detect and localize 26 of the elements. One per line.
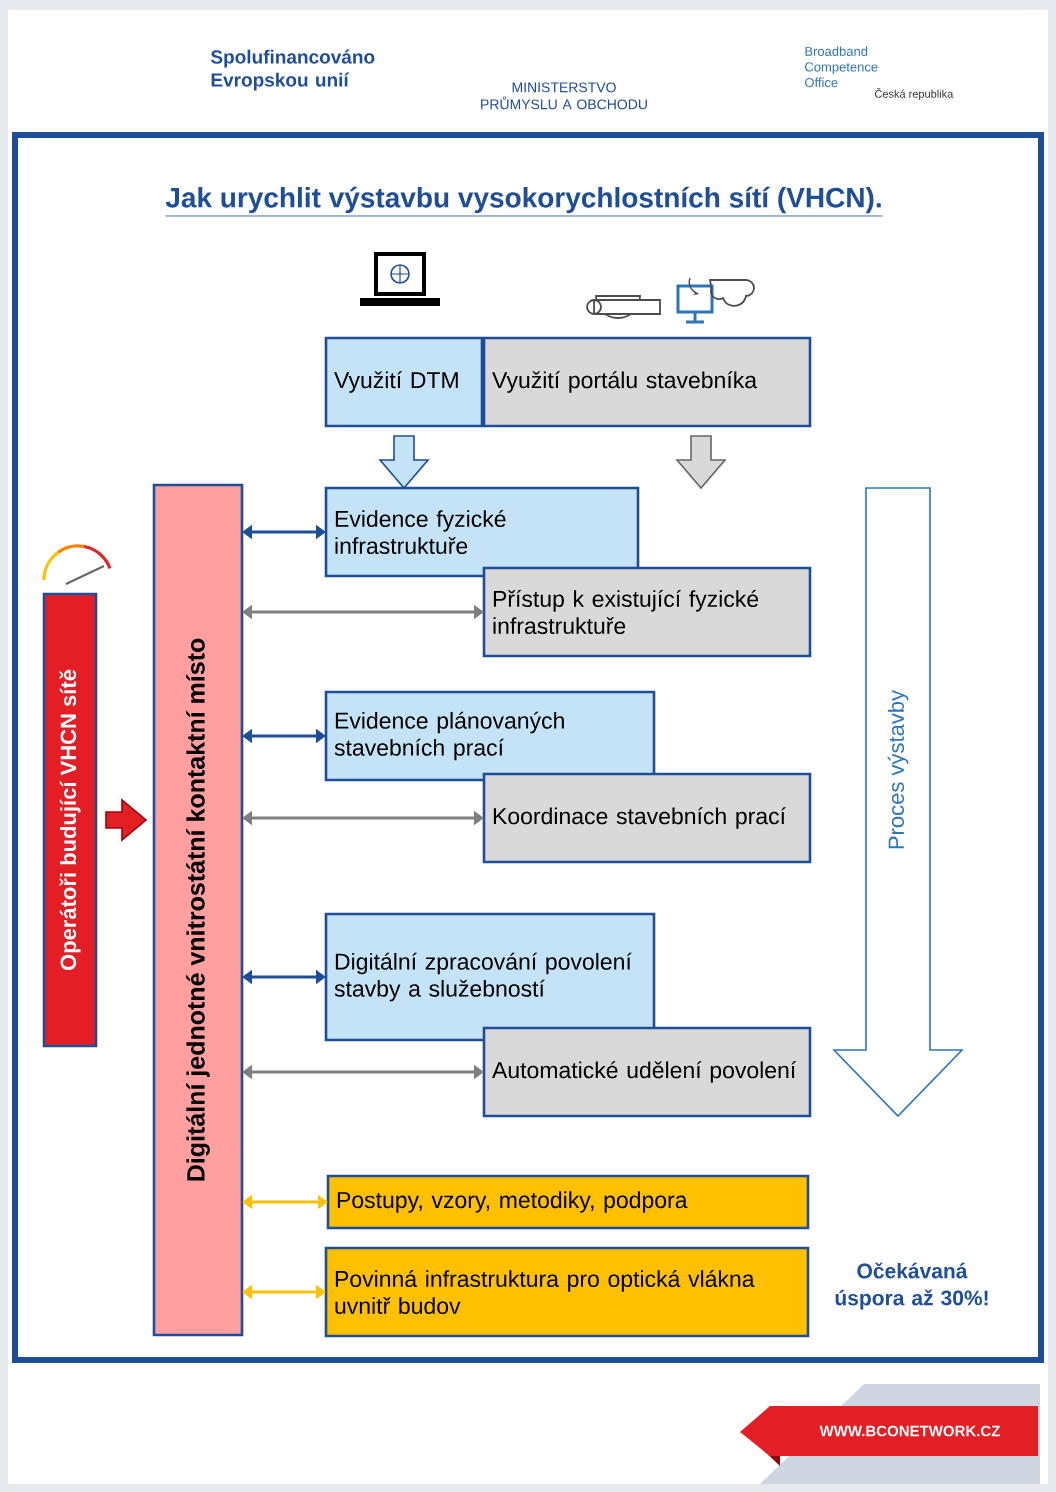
- vertical-box: Operátoři budující VHCN sítě: [42, 592, 98, 1048]
- process-box: Využití portálu stavebníka: [482, 336, 812, 428]
- savings-note: Očekávaná úspora až 30%!: [835, 1262, 988, 1310]
- arrow: [242, 524, 326, 540]
- arrow: [242, 1194, 328, 1210]
- arrow: [242, 728, 326, 744]
- arrow: [242, 810, 484, 826]
- title: Jak urychlit výstavbu vysokorychlostních sítí (VHCN).: [164, 186, 884, 217]
- arrow: [242, 969, 326, 985]
- process-box: Evidence plánovaných stavebních prací: [324, 690, 656, 782]
- arrow: [242, 604, 484, 620]
- vertical-box: Digitální jednotné vnitrostátní kontaktní místo: [152, 483, 244, 1337]
- arrow: [242, 1064, 484, 1080]
- process-box: Přístup k existující fyzické infrastruktuře: [482, 566, 812, 658]
- process-box: Koordinace stavebních prací: [482, 772, 812, 864]
- arrow: [242, 1284, 326, 1300]
- process-box: Automatické udělení povolení: [482, 1026, 812, 1118]
- process-box: Evidence fyzické infrastruktuře: [324, 486, 640, 578]
- header-text: Spolufinancováno Evropskou unií: [210, 49, 375, 91]
- block-arrow: [105, 798, 148, 842]
- block-arrow: [675, 435, 727, 490]
- process-box: Digitální zpracování povolení stavby a služebností: [324, 912, 656, 1042]
- process-box: Povinná infrastruktura pro optická vlákna uvnitř budov: [324, 1246, 810, 1338]
- block-arrow: [378, 435, 430, 490]
- process-box: Postupy, vzory, metodiky, podpora: [326, 1174, 810, 1230]
- process-box: Využití DTM: [324, 336, 484, 428]
